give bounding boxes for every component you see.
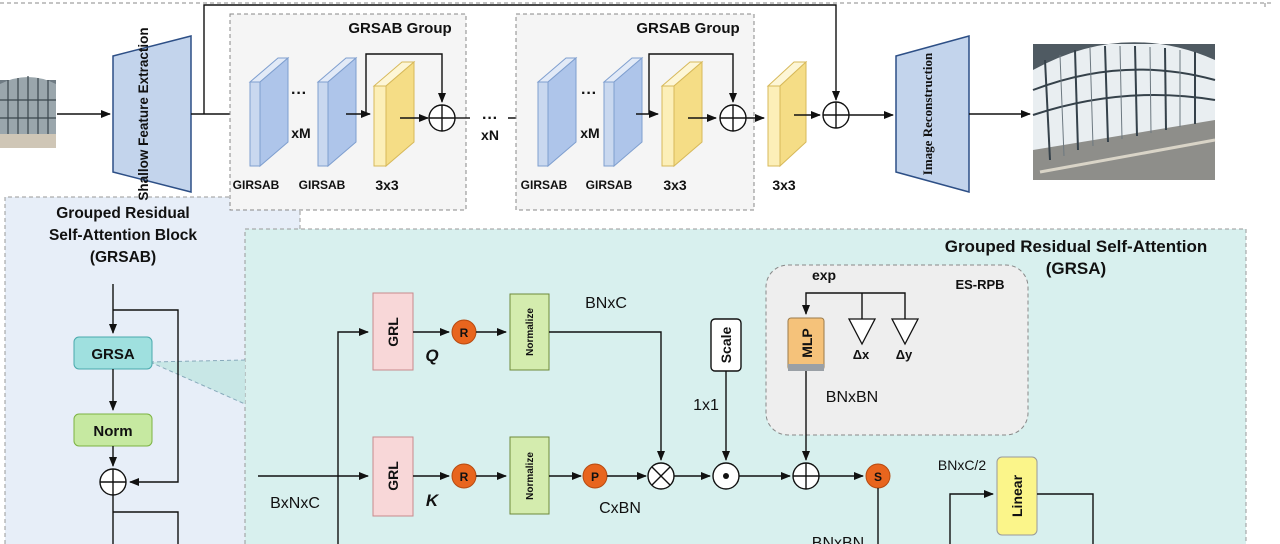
- image-reconstruction: [895, 35, 970, 193]
- grsab-skip-1: [113, 309, 179, 486]
- add-node-group-1: [428, 104, 456, 132]
- delta-x-label: Δx: [853, 347, 870, 362]
- group-1-dots: ···: [291, 85, 307, 102]
- girsab-block-3: [536, 56, 578, 168]
- matmul-node: [647, 462, 675, 490]
- group-1-block-1-label: GIRSAB: [233, 178, 280, 192]
- grl-q-box: [372, 292, 414, 371]
- scale-label: Scale: [718, 326, 734, 363]
- bias-add-node: [792, 462, 820, 490]
- between-groups-repeat: xN: [481, 127, 499, 143]
- grsa-title-line-1: Grouped Residual Self-Attention: [945, 237, 1208, 256]
- es-rpb-title: ES-RPB: [955, 277, 1004, 292]
- group-2-repeat: xM: [580, 125, 599, 141]
- group-2-block-2-label: GIRSAB: [586, 178, 633, 192]
- group-2-dots: ···: [581, 85, 597, 102]
- k-shape: CxBN: [599, 500, 641, 517]
- grsa-title-line-2: (GRSA): [1046, 259, 1106, 278]
- scale-multiply-node: [712, 462, 740, 490]
- scale-size: 1x1: [693, 397, 719, 414]
- grsab-group-2-title: GRSAB Group: [636, 20, 739, 37]
- r-node-q-label: R: [460, 326, 469, 340]
- girsab-block-1: [248, 56, 290, 168]
- normalize-q-label: Normalize: [525, 308, 536, 356]
- girsab-block-4: [602, 56, 644, 168]
- long-skip-connection: [203, 4, 840, 114]
- conv3x3-block-1: [372, 60, 416, 168]
- group-2-conv-label: 3x3: [663, 177, 687, 193]
- grsab-title-line-2: Self-Attention Block: [49, 227, 197, 244]
- final-conv-label: 3x3: [772, 177, 796, 193]
- linear-shape: BNxC/2: [938, 457, 986, 473]
- add-node-group-2: [719, 104, 747, 132]
- between-groups-dots: ···: [482, 110, 498, 127]
- group-1-conv-label: 3x3: [375, 177, 399, 193]
- final-conv3x3-block: [766, 60, 808, 168]
- group-2-block-1-label: GIRSAB: [521, 178, 568, 192]
- group-1-block-2-label: GIRSAB: [299, 178, 346, 192]
- norm-box-label: Norm: [93, 423, 132, 440]
- global-add-node: [822, 101, 850, 129]
- shallow-feature-extraction-label: Shallow Feature Extraction: [136, 27, 151, 200]
- s-node-label: S: [874, 470, 882, 484]
- group-1-repeat: xM: [291, 125, 310, 141]
- normalize-k-label: Normalize: [525, 452, 536, 500]
- delta-y-label: Δy: [896, 347, 913, 362]
- shallow-feature-extraction: [112, 35, 192, 193]
- grsa-box-label: GRSA: [91, 346, 135, 363]
- q-label: Q: [425, 346, 438, 365]
- grl-k-box: [372, 436, 414, 517]
- grsab-title-line-3: (GRSAB): [90, 249, 156, 266]
- grsa-input-shape: BxNxC: [270, 495, 320, 512]
- delta-y-triangle-icon: [890, 318, 920, 346]
- k-label: K: [426, 491, 440, 510]
- image-reconstruction-label: Image Reconstruction: [920, 52, 935, 175]
- p-node-label: P: [591, 470, 599, 484]
- grl-q-label: GRL: [385, 317, 401, 347]
- es-rpb-panel: [765, 264, 1029, 436]
- output-image: [1032, 42, 1216, 180]
- q-shape: BNxC: [585, 295, 627, 312]
- grsab-title-line-1: Grouped Residual: [56, 205, 190, 222]
- linear-box: [996, 456, 1038, 536]
- r-node-k-label: R: [460, 470, 469, 484]
- input-image: [0, 76, 56, 148]
- es-rpb-out-shape: BNxBN: [826, 389, 878, 406]
- grsab-add-node: [99, 468, 127, 496]
- grl-k-label: GRL: [385, 461, 401, 491]
- linear-label: Linear: [1009, 474, 1025, 517]
- delta-x-triangle-icon: [847, 318, 877, 346]
- girsab-block-2: [316, 56, 358, 168]
- attn-shape: BNxBN: [812, 535, 864, 544]
- exp-label: exp: [812, 267, 836, 283]
- mlp-label: MLP: [799, 328, 815, 358]
- conv3x3-block-2: [660, 60, 704, 168]
- grsab-group-1-title: GRSAB Group: [348, 20, 451, 37]
- grsab-skip-2: [113, 511, 179, 544]
